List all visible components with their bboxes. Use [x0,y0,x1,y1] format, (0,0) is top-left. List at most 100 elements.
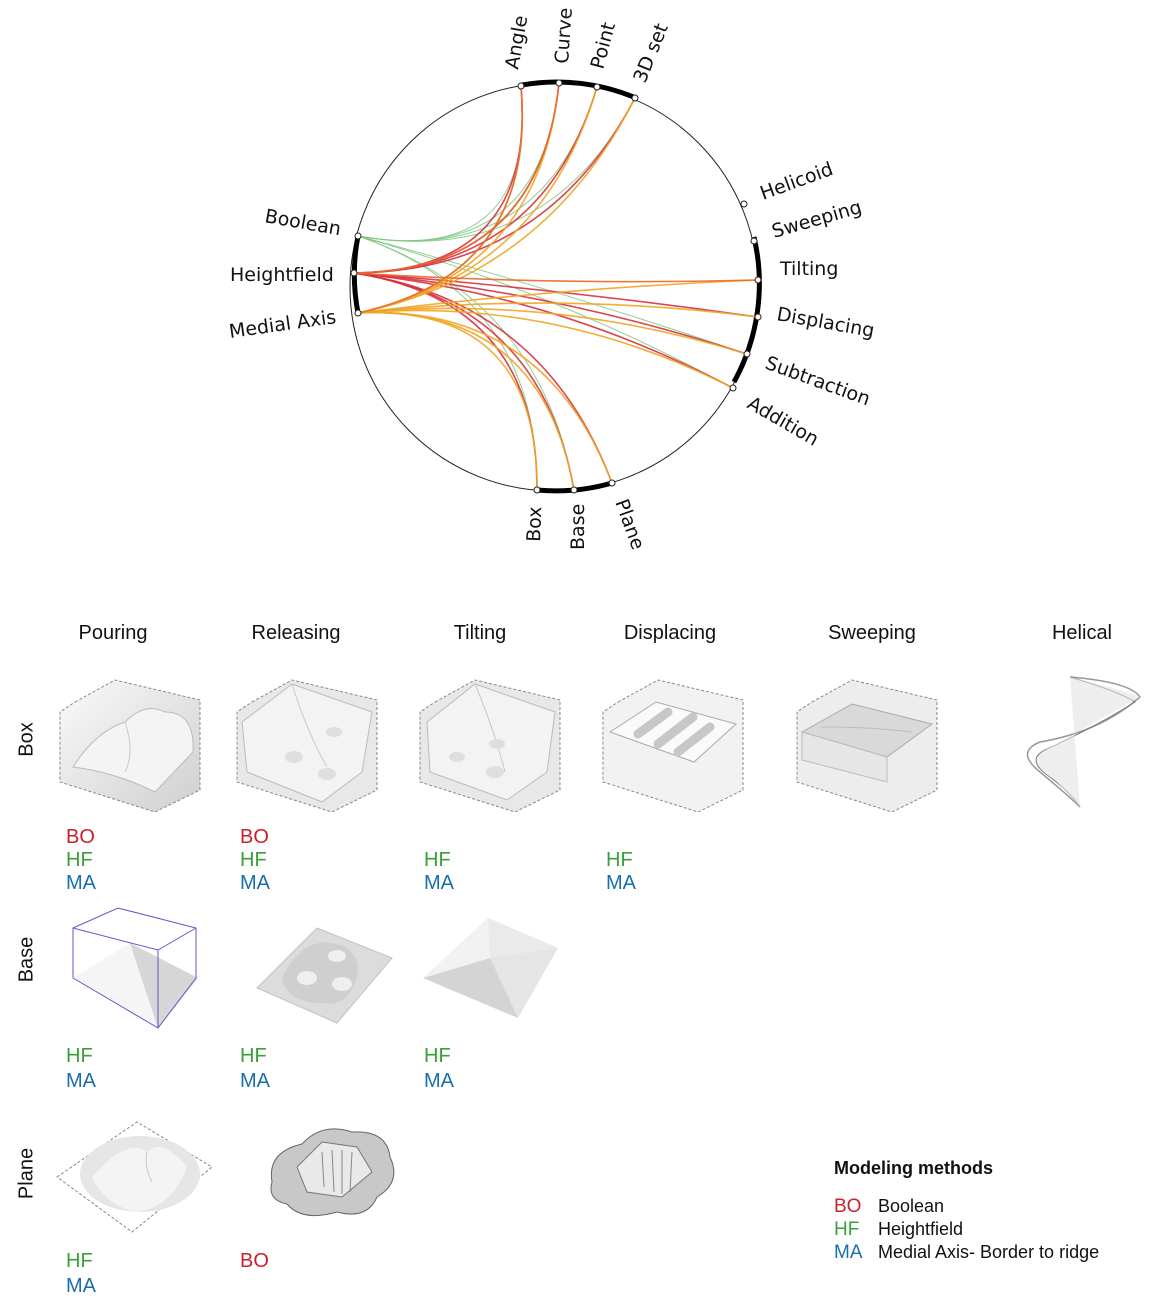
legend-item-boolean: BO Boolean [834,1195,1099,1218]
code-hf: HF [66,849,93,871]
legend-label-heightfield: Heightfield [878,1219,964,1239]
chord-diagram: Angle Curve Point 3D set Helicoid Sweepi… [228,7,876,553]
code-hf: HF [66,1250,93,1272]
chord-link [357,97,636,314]
chord-node-subtraction [743,350,751,358]
row-header-base: Base [15,936,38,983]
chord-link [353,82,560,274]
chord-link [357,309,734,389]
thumb-box-releasing [236,679,378,812]
col-header-helical: Helical [1051,622,1113,644]
chord-link [353,272,734,389]
chord-link [357,97,636,242]
legend: Modeling methods BO Boolean HF Heightfie… [834,1158,1099,1264]
chord-links [353,82,759,491]
legend-label-medial-axis: Medial Axis- Border to ridge [878,1242,1100,1262]
chord-link [353,272,759,283]
chord-node-angle [517,82,525,90]
chord-link [357,85,523,314]
row-header-plane: Plane [15,1147,38,1200]
label-addition: Addition [744,392,823,450]
code-ma: MA [424,872,454,894]
label-angle: Angle [501,14,532,71]
code-hf: HF [424,849,451,871]
code-hf: HF [240,849,267,871]
thumb-box-helical [1026,676,1141,808]
chord-node-sweeping [750,237,758,245]
chord-link [357,86,598,242]
label-3dset: 3D set [629,20,673,86]
chord-node-plane [608,479,616,487]
code-hf: HF [66,1045,93,1067]
chord-node-point [593,83,601,91]
chord-node-boolean [354,232,362,240]
arc-group-top [521,79,637,101]
thumb-base-tilting [423,918,558,1018]
chord-node-base [570,486,578,494]
code-bo: BO [240,826,269,848]
arc-group-right [731,236,762,384]
label-medial-axis: Medial Axis [228,306,338,343]
chord-link [353,272,759,318]
codes-base-pouring: HF MA [66,1045,96,1093]
codes-box-releasing: BO HF MA [240,826,270,895]
chord-node-set3d [631,94,639,102]
col-header-sweeping: Sweeping [828,622,916,644]
code-hf: HF [606,849,633,871]
chord-node-heightfield [350,269,358,277]
label-boolean: Boolean [263,205,343,240]
chord-node-tilting [754,276,762,284]
label-point: Point [587,20,620,71]
chord-link [357,85,523,242]
chord-link [357,302,759,318]
legend-title: Modeling methods [834,1158,993,1178]
col-header-pouring: Pouring [78,622,148,644]
label-sweeping: Sweeping [769,196,864,243]
legend-label-boolean: Boolean [878,1196,945,1216]
codes-plane-releasing: BO [240,1250,269,1273]
chord-node-curve [555,79,563,87]
thumb-box-sweeping [796,679,938,812]
chord-link [357,307,748,355]
col-header-releasing: Releasing [251,622,341,644]
code-ma: MA [240,1070,270,1092]
chord-nodes [350,79,762,494]
code-ma: MA [424,1070,454,1092]
code-ma: MA [240,872,270,894]
label-plane: Plane [610,496,649,553]
chord-link [357,311,613,484]
chord-node-helicoid [740,200,748,208]
chord-link [353,85,523,274]
code-hf: HF [424,1045,451,1067]
label-heightfield: Heightfield [230,264,334,286]
codes-base-tilting: HF MA [424,1045,454,1093]
code-ma: MA [606,872,636,894]
chord-link [357,86,598,314]
legend-item-heightfield: HF Heightfield [834,1218,1099,1241]
chord-node-addition [729,384,737,392]
label-subtraction: Subtraction [762,352,873,410]
codes-base-releasing: HF MA [240,1045,270,1093]
thumb-box-tilting [419,679,561,812]
label-box: Box [523,506,546,542]
thumb-base-releasing [256,927,393,1024]
chord-link [357,235,575,491]
code-bo: BO [240,1250,269,1272]
col-header-tilting: Tilting [453,622,507,644]
thumb-plane-pouring [56,1121,213,1233]
chord-link [357,279,759,314]
chord-node-medial [354,309,362,317]
row-header-box: Box [15,722,38,757]
legend-code-hf: HF [834,1218,860,1240]
chord-node-box [533,486,541,494]
codes-box-pouring: BO HF MA [66,826,96,895]
chord-link [353,82,560,274]
label-base: Base [567,504,589,550]
codes-plane-pouring: HF MA [66,1250,96,1298]
thumb-box-displacing [602,679,744,812]
codes-box-tilting: HF MA [424,849,454,895]
code-ma: MA [66,1275,96,1297]
legend-code-bo: BO [834,1195,862,1217]
code-hf: HF [240,1045,267,1067]
col-header-displacing: Displacing [623,622,717,644]
